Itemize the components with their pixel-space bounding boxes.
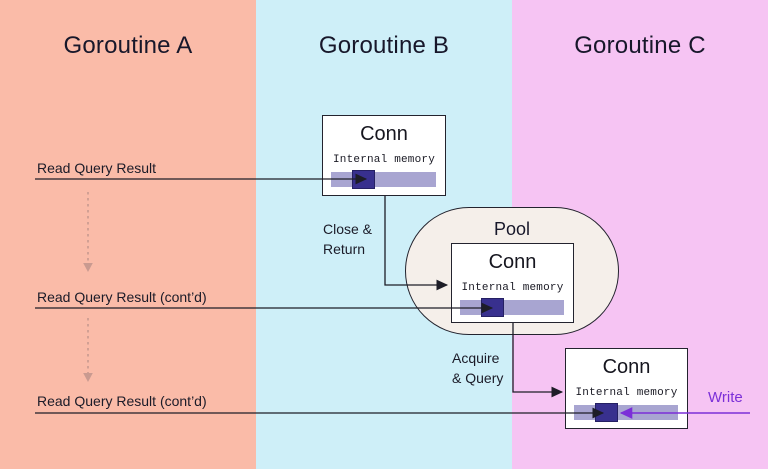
acquire-query-line-2: & Query [452,370,504,386]
conn-title: Conn [360,123,408,145]
read-query-result-label: Read Query Result [37,160,157,176]
internal-memory-label: Internal memory [461,282,564,294]
acquire-query-label: Acquire & Query [452,348,503,388]
close-return-label: Close & Return [323,219,372,259]
close-return-line-2: Return [323,241,366,257]
conn-box-goroutine-b: Conn Internal memory [322,115,446,196]
close-return-line-1: Close & [323,221,373,237]
memory-segment [595,403,618,422]
memory-bar [574,403,678,422]
goroutine-a-lane: Goroutine A [0,0,256,469]
memory-bar [331,170,436,189]
goroutine-c-title: Goroutine C [574,32,706,59]
memory-segment [481,298,504,317]
conn-title: Conn [488,251,537,273]
memory-segment [352,170,375,189]
goroutine-b-title: Goroutine B [318,32,450,59]
pool-label: Pool [493,219,531,239]
internal-memory-label: Internal memory [332,154,436,166]
read-query-result-contd-label-2: Read Query Result (cont’d) [37,393,207,409]
acquire-query-line-1: Acquire [452,350,500,366]
conn-box-pool: Conn Internal memory [451,243,574,323]
memory-bar [460,298,564,317]
conn-box-goroutine-c: Conn Internal memory [565,348,688,429]
internal-memory-label: Internal memory [575,387,678,399]
conn-title: Conn [602,356,651,378]
read-query-result-contd-label-1: Read Query Result (cont’d) [37,289,207,305]
write-label: Write [708,389,743,406]
goroutine-a-title: Goroutine A [63,32,193,59]
